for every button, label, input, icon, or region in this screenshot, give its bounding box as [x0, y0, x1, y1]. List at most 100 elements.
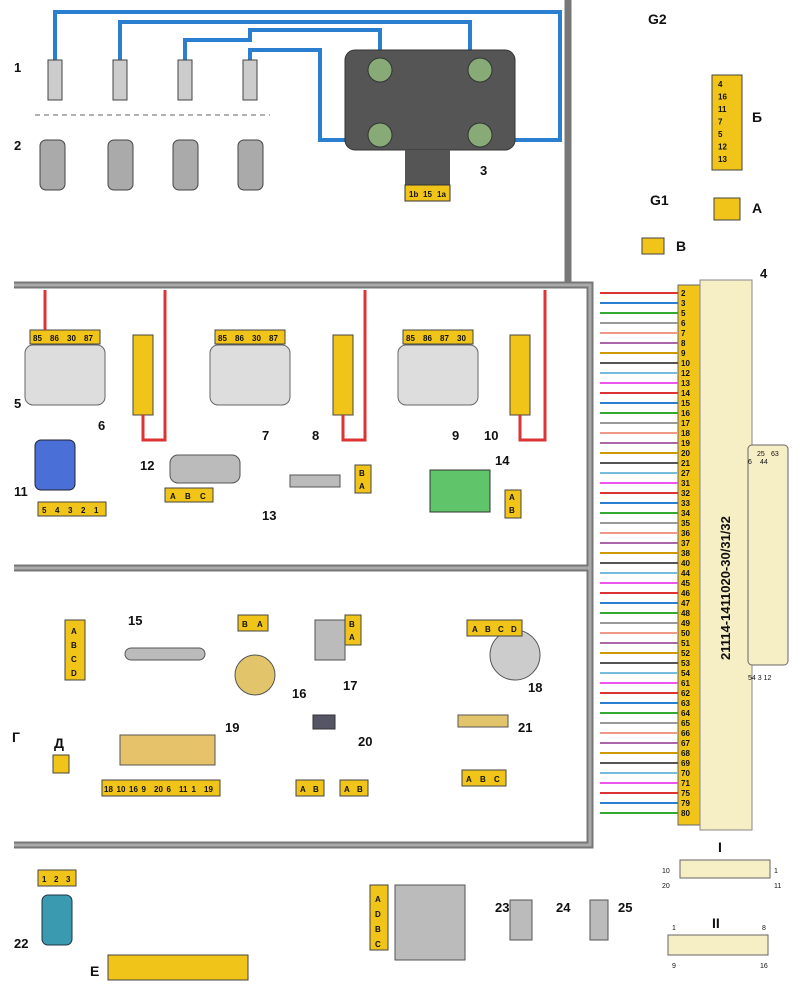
relay_pins_c-2: 87: [440, 334, 449, 343]
fp-pin-3: 3: [66, 875, 71, 884]
o2-pin-D: D: [71, 669, 77, 678]
callout-12: 12: [140, 458, 154, 473]
label-b: Б: [752, 109, 762, 125]
tr-pin-11: 11: [718, 105, 727, 114]
ecu-pin-14: 14: [681, 389, 690, 398]
ecu-pin-61: 61: [681, 679, 690, 688]
idle-valve: [466, 619, 541, 681]
diag-pin-1: 10: [117, 785, 126, 794]
callout-14: 14: [495, 453, 510, 468]
ecu-pin-7: 7: [681, 329, 686, 338]
o2-pin-C: C: [71, 655, 77, 664]
cv-pin-A: A: [509, 493, 515, 502]
canister-valve: [429, 469, 522, 519]
maf-pin-5: 5: [42, 506, 47, 515]
iac-pin-C: C: [498, 625, 504, 634]
ecu-pin-52: 52: [681, 649, 690, 658]
tr-pin-5: 5: [718, 130, 723, 139]
ecu-pin-53: 53: [681, 659, 690, 668]
block-ii-br: 16: [760, 963, 768, 970]
tr-pin-7: 7: [718, 118, 723, 127]
callout-10: 10: [484, 428, 498, 443]
ecu-pin-2: 2: [681, 289, 686, 298]
diagnostic-block: [101, 734, 221, 797]
callout-16: 16: [292, 686, 306, 701]
iac-pin-B: B: [485, 625, 491, 634]
relays: [24, 344, 479, 406]
crank-sensor: [314, 614, 362, 661]
ecu-pin-list: 2356789101213141516171819202127313233343…: [681, 289, 690, 818]
block-i: [679, 859, 771, 879]
iac-pin-A: A: [472, 625, 478, 634]
crank-pin-A: A: [349, 633, 355, 642]
ecu-pin-62: 62: [681, 689, 690, 698]
diag-pin-2: 16: [129, 785, 138, 794]
label-e: Е: [90, 963, 99, 979]
ecu-pin-51: 51: [681, 639, 690, 648]
connector-v: [641, 237, 665, 255]
ecu-pin-19: 19: [681, 439, 690, 448]
knock-sensor: [295, 714, 369, 797]
knk2-pin-A: A: [344, 785, 350, 794]
callout-17: 17: [343, 678, 357, 693]
ecu-pin-12: 12: [681, 369, 690, 378]
ecu-pin-36: 36: [681, 529, 690, 538]
ignition-coil-module: [344, 49, 516, 202]
phase-pin-A: A: [257, 620, 263, 629]
plug-24: [509, 899, 533, 941]
ecu-pin-65: 65: [681, 719, 690, 728]
block-ii: [667, 934, 769, 956]
ecu-harness: [600, 292, 678, 814]
cts-pin-B: B: [359, 469, 365, 478]
block-i-br: 11: [774, 883, 781, 890]
block-i-bl: 20: [662, 883, 670, 890]
ecu-conn-44: 44: [760, 459, 768, 466]
fuses: [132, 334, 531, 416]
ecu-pin-9: 9: [681, 349, 686, 358]
vss-pin-A: A: [466, 775, 472, 784]
label-g: Г: [12, 729, 20, 745]
maf-sensor: [34, 439, 107, 517]
diag-pin-5: 6: [167, 785, 172, 794]
connector-d: [52, 754, 70, 774]
ign-pin-D: D: [375, 910, 381, 919]
oxygen-sensor: [64, 619, 206, 681]
knk1-pin-B: B: [313, 785, 319, 794]
fuel-pump-connector: [37, 869, 77, 946]
maf-pin-3: 3: [68, 506, 73, 515]
ecu-pin-34: 34: [681, 509, 690, 518]
ecu-pin-48: 48: [681, 609, 690, 618]
callout-3: 3: [480, 163, 487, 178]
connector-a: [713, 197, 741, 221]
callout-22: 22: [14, 936, 28, 951]
ecu-conn-25: 25: [757, 451, 765, 458]
label-a: А: [752, 200, 762, 216]
vss-pin-B: B: [480, 775, 486, 784]
relay_pins_b-3: 87: [269, 334, 278, 343]
diag-pin-4: 20: [154, 785, 163, 794]
ecu-pin-50: 50: [681, 629, 690, 638]
ecu-pin-18: 18: [681, 429, 690, 438]
relay_pins_a-0: 85: [33, 334, 42, 343]
ecu-pin-38: 38: [681, 549, 690, 558]
ht-wires: [53, 10, 562, 142]
block-i-tl: 10: [662, 868, 670, 875]
ecu-conn-63: 63: [771, 451, 779, 458]
ecu-pin-20: 20: [681, 449, 690, 458]
plug-25: [589, 899, 609, 941]
label-g1: G1: [650, 192, 669, 208]
tr-pin-4: 4: [718, 80, 723, 89]
ecu-connector-small: [747, 444, 789, 666]
tps-pin-B: B: [185, 492, 191, 501]
ecu-pin-32: 32: [681, 489, 690, 498]
callout-15: 15: [128, 613, 142, 628]
ign-pin-A: A: [375, 895, 381, 904]
ecu-pin-16: 16: [681, 409, 690, 418]
diag-pin-3: 9: [142, 785, 147, 794]
callout-11: 11: [14, 484, 28, 499]
speed-sensor: [457, 714, 509, 787]
callout-4: 4: [760, 266, 768, 281]
ecu-pin-44: 44: [681, 569, 690, 578]
callout-13: 13: [262, 508, 276, 523]
